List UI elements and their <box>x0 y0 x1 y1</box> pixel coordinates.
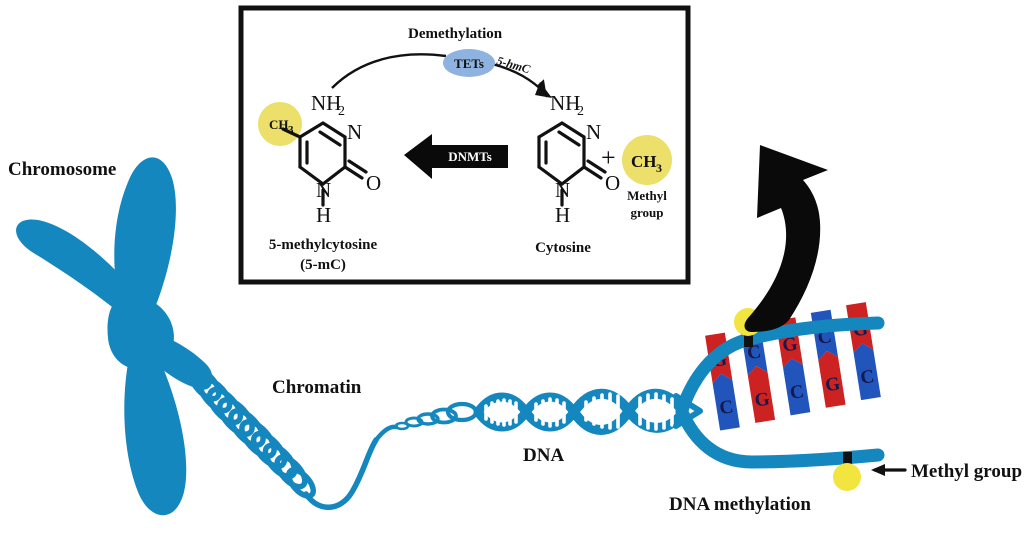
base-letter: C <box>789 381 806 404</box>
demethylation-label: Demethylation <box>408 26 503 42</box>
carbonyl-oxygen: O <box>605 171 620 195</box>
base-letter: G <box>753 389 771 412</box>
dna-label: DNA <box>523 445 564 466</box>
carbonyl-oxygen: O <box>366 171 381 195</box>
methyl-badge-caption-line1: Methyl <box>627 188 667 203</box>
methyl-group-bottom <box>833 452 861 491</box>
chromosome-shape <box>16 157 213 516</box>
nh-hydrogen: H <box>316 203 331 227</box>
tets-badge: TETs <box>443 49 495 77</box>
methyl-badge-circle <box>622 135 672 185</box>
molecule-5-methylcytosine: CH 3 NH 2 N N H <box>258 91 381 273</box>
dna-double-helix <box>373 388 687 443</box>
methyl-badge-formula: CH <box>631 152 657 171</box>
chromatin-tail <box>303 437 379 510</box>
amine-label: NH <box>550 91 580 115</box>
demethylation-arrow-head-2 <box>535 82 552 98</box>
ring-n-bottom: N <box>316 178 331 202</box>
dna-methylation-zone: G C G C G C G C G C <box>673 302 885 469</box>
dnmts-label: DNMTs <box>448 149 492 164</box>
amine-sub: 2 <box>577 104 584 119</box>
chromatin-label: Chromatin <box>272 377 362 398</box>
ring-n-bottom: N <box>555 178 570 202</box>
ring-n-top: N <box>586 120 601 144</box>
methyl-circle <box>833 463 861 491</box>
methyl-group-callout-arrow <box>871 464 907 476</box>
methyl-stem <box>744 325 753 347</box>
molecule-cytosine: NH 2 N N H O Cytosine <box>535 91 620 256</box>
dnmts-arrow: DNMTs <box>404 134 508 179</box>
base-letter: C <box>859 366 876 389</box>
methyl-badge-formula-sub: 3 <box>656 161 662 175</box>
zoom-callout-arrow <box>744 145 828 332</box>
amine-label: NH <box>311 91 341 115</box>
ch3-badge-circle <box>258 102 302 146</box>
molecule-name-line2: (5-mC) <box>300 257 346 273</box>
ch3-badge-sub: 3 <box>288 124 294 136</box>
base-letter: G <box>781 333 799 356</box>
methyl-badge-caption-line2: group <box>631 205 664 220</box>
tets-label: TETs <box>454 56 484 71</box>
demethylation-arc-left <box>331 53 447 89</box>
base-letter: G <box>824 373 842 396</box>
chromosome-label: Chromosome <box>8 159 116 180</box>
molecule-name-line1: 5-methylcytosine <box>269 237 378 253</box>
dna-methylation-label: DNA methylation <box>669 494 811 515</box>
dna-fork-notch <box>673 393 703 429</box>
methyl-stem <box>843 452 852 472</box>
methyl-group-callout-label: Methyl group <box>911 461 1022 482</box>
plus-sign: + <box>601 143 616 172</box>
base-pair <box>846 302 881 401</box>
methyl-group-badge: CH 3 Methyl group <box>622 135 672 220</box>
nh-hydrogen: H <box>555 203 570 227</box>
ring-n-top: N <box>347 120 362 144</box>
base-letter: C <box>718 396 735 419</box>
chromatin-coil <box>180 356 316 499</box>
base-letter: C <box>746 341 763 364</box>
amine-sub: 2 <box>338 104 345 119</box>
molecule-name: Cytosine <box>535 240 591 256</box>
